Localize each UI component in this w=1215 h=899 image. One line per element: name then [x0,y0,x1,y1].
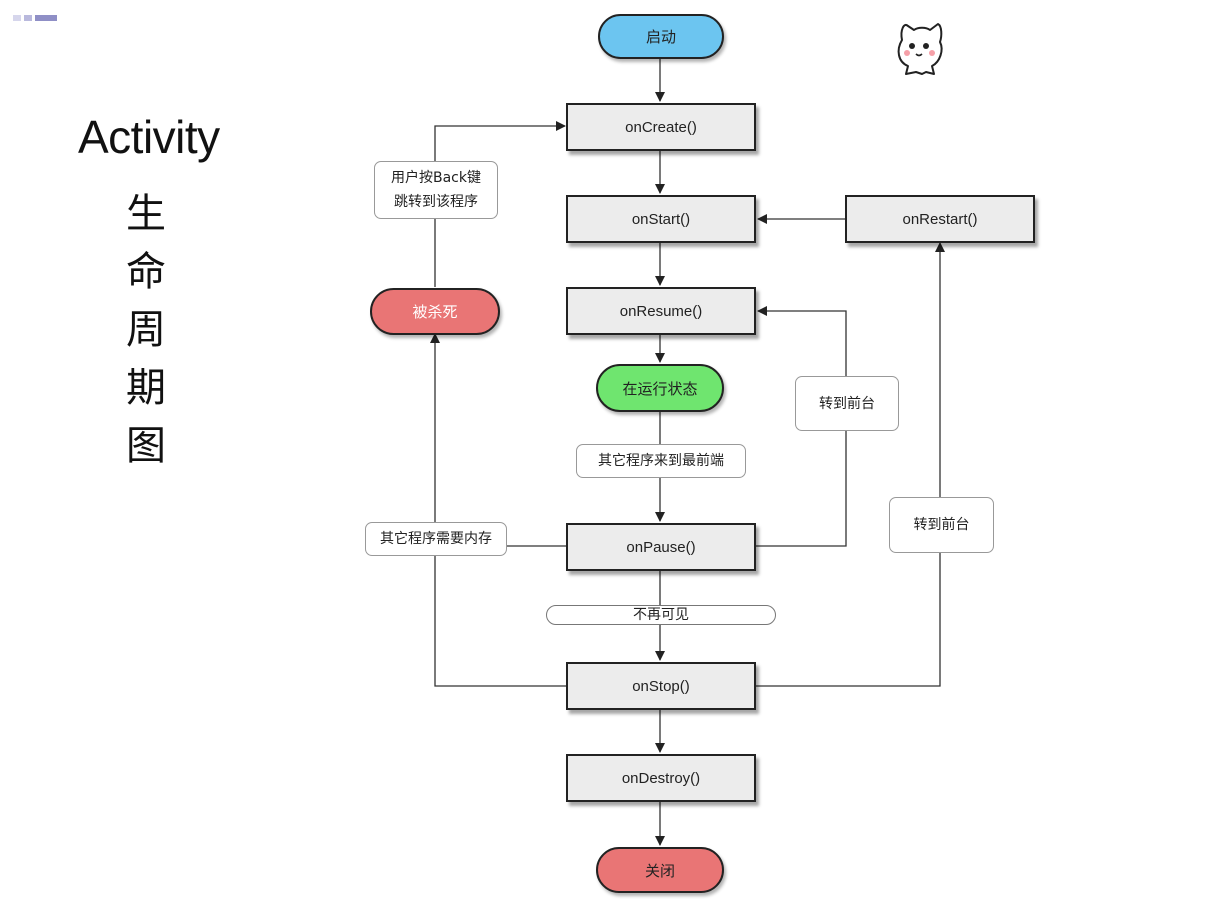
on-stop-node: onStop() [566,662,756,710]
other-app-front-label: 其它程序来到最前端 [576,444,746,478]
subtitle-char: 图 [126,423,166,469]
close-node: 关闭 [596,847,724,893]
edge-stop-restart [756,242,945,687]
slide-corner-decoration [35,15,57,21]
slide-corner-decoration [24,15,32,21]
edge-stop-killed [434,546,567,687]
running-node: 在运行状态 [596,364,724,412]
cat-eye-right [923,43,929,49]
edge-killed-create [434,121,566,287]
subtitle-char: 周 [126,307,166,353]
on-resume-node: onResume() [566,287,756,335]
on-restart-node: onRestart() [845,195,1035,243]
to-foreground-label-restart: 转到前台 [889,497,994,553]
slide-subtitle: 生 命 周 期 图 [126,185,176,475]
slide-title: Activity [78,111,220,163]
on-destroy-node: onDestroy() [566,754,756,802]
start-node: 启动 [598,14,724,59]
cat-eye-left [909,43,915,49]
cat-blush-left [904,50,910,56]
back-key-label-line2: 跳转到该程序 [394,194,478,210]
subtitle-char: 生 [126,191,166,237]
slide-corner-decoration [13,15,21,21]
back-key-label-line1: 用户按Back键 [391,170,481,186]
cat-blush-right [929,50,935,56]
killed-node: 被杀死 [370,288,500,335]
back-key-label: 用户按Back键 跳转到该程序 [374,161,498,219]
subtitle-char: 期 [126,365,166,411]
cat-mouth [915,53,923,57]
not-visible-label: 不再可见 [546,605,776,625]
cartoon-cat-icon [897,23,943,75]
need-memory-label: 其它程序需要内存 [365,522,507,556]
on-create-node: onCreate() [566,103,756,151]
subtitle-char: 命 [126,249,166,295]
on-start-node: onStart() [566,195,756,243]
edge-pause-killed [430,333,567,547]
on-pause-node: onPause() [566,523,756,571]
to-foreground-label-resume: 转到前台 [795,376,899,431]
